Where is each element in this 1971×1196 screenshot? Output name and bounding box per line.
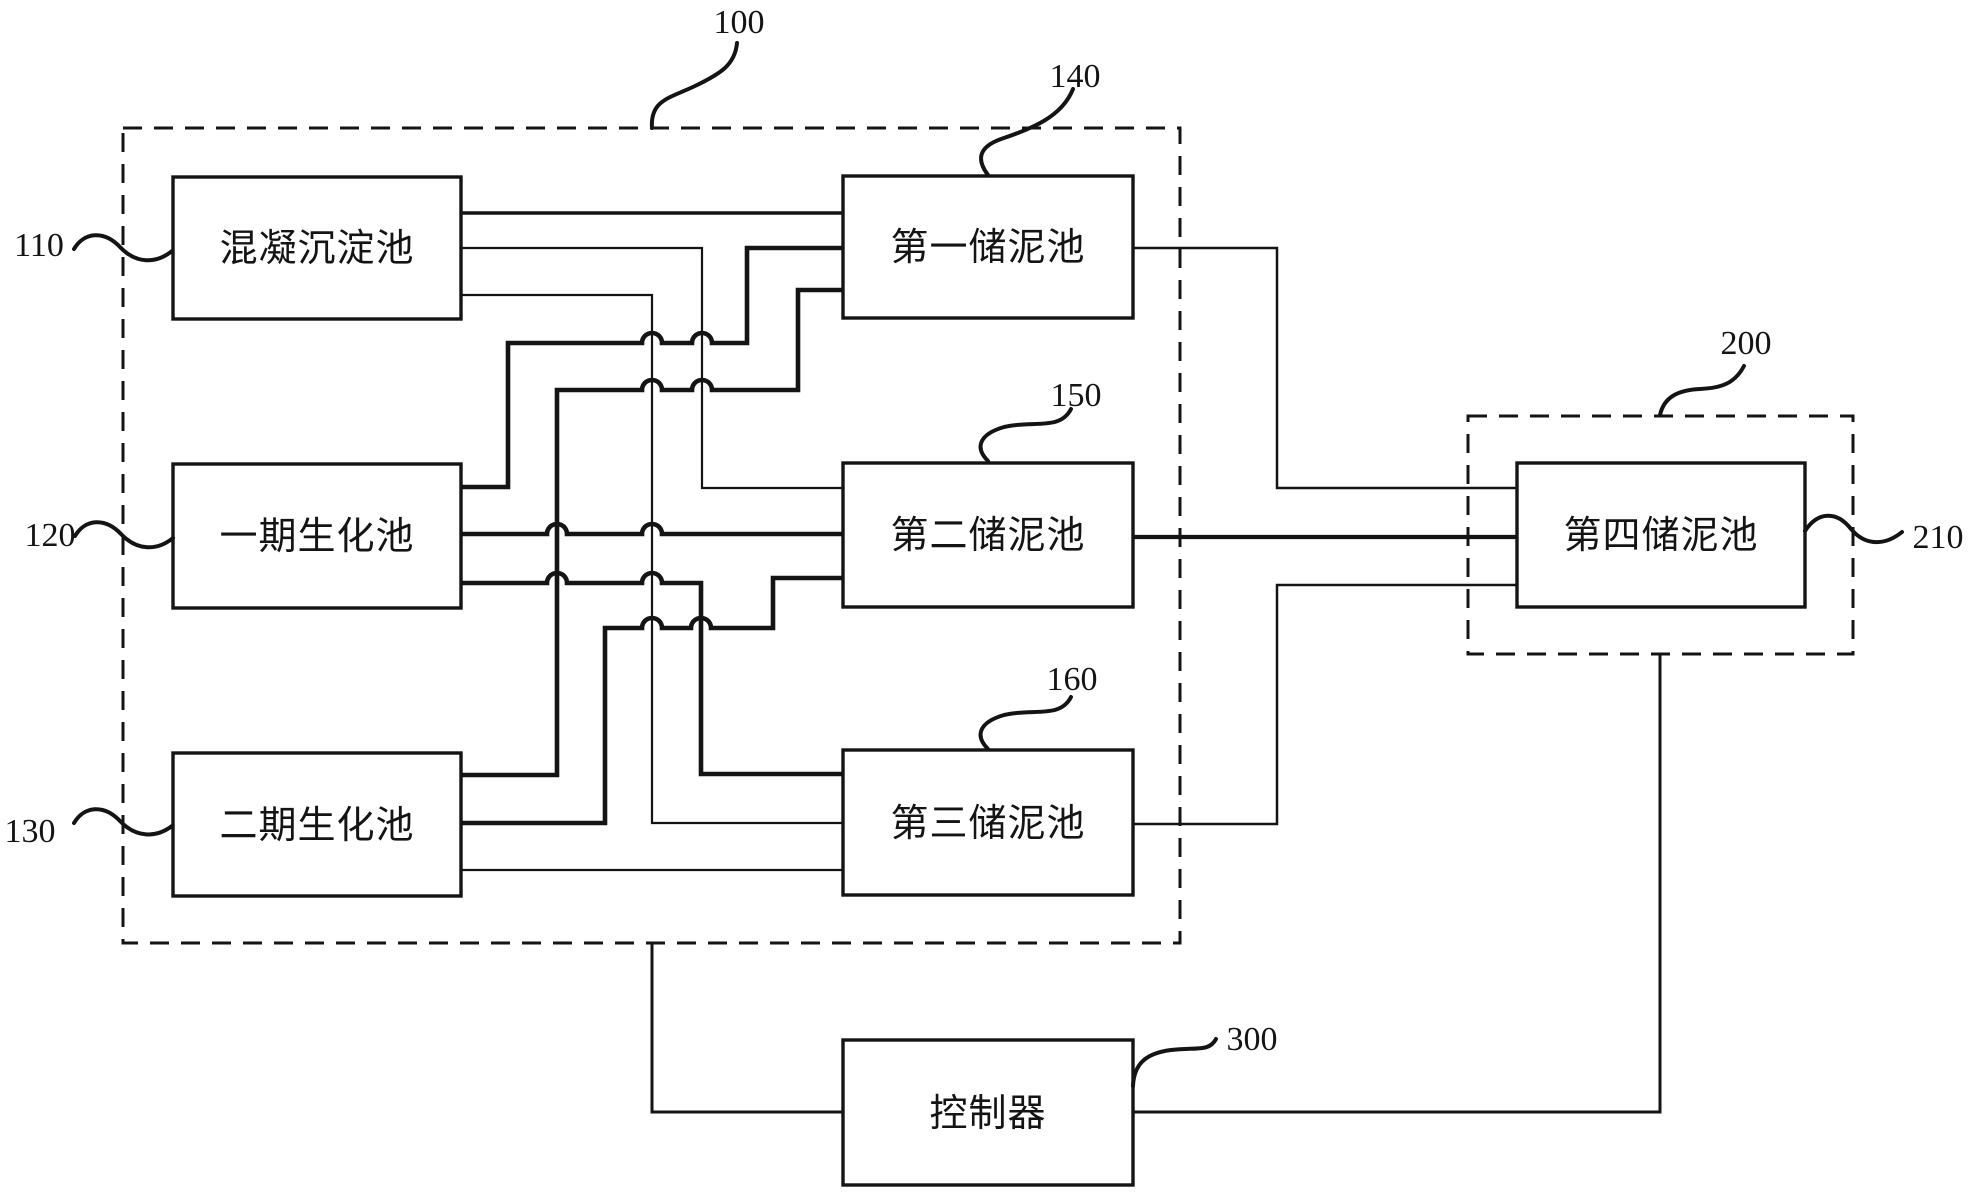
ref-label-160: 160 [1047,661,1098,698]
box-fourth-sludge-tank [1515,461,1807,609]
label-third-sludge-tank: 第三储泥池 [890,803,1085,845]
ref-label-300: 300 [1227,1021,1278,1058]
wire-130-140 [461,287,843,778]
box-controller [841,1038,1135,1187]
leader-ref-200 [1658,364,1746,417]
wire-140-210 [1133,246,1517,490]
leader-ref-300 [1131,1037,1218,1088]
ref-label-120: 120 [25,517,76,554]
label-coagulation-tank: 混凝沉淀池 [219,228,414,270]
leader-ref-120 [73,520,175,550]
box-second-sludge-tank [841,461,1135,609]
ref-label-140: 140 [1050,58,1101,95]
wire-110-160 [461,293,843,825]
label-fourth-sludge-tank: 第四储泥池 [1563,515,1758,557]
box-phase1-biochemical-tank [171,462,463,610]
ref-label-130: 130 [5,813,56,850]
label-phase2-biochemical-tank: 二期生化池 [219,805,414,847]
ref-label-110: 110 [14,227,64,264]
leader-ref-140 [979,87,1075,177]
wire-110-150 [461,246,843,490]
wire-120-160 [461,570,843,777]
ref-label-150: 150 [1051,377,1102,414]
leader-ref-100 [649,41,739,130]
wire-120-150 [461,521,843,537]
wire-120-140 [461,245,843,490]
leader-ref-150 [978,407,1073,463]
leader-ref-210 [1803,513,1904,545]
leader-ref-130 [72,807,174,837]
leader-ref-160 [978,695,1073,751]
leader-ref-110 [72,233,174,263]
label-second-sludge-tank: 第二储泥池 [890,515,1085,557]
label-phase1-biochemical-tank: 一期生化池 [219,516,414,558]
wire-130-150 [461,575,843,826]
box-phase2-biochemical-tank [171,751,463,898]
ref-label-200: 200 [1721,325,1772,362]
ref-label-210: 210 [1913,519,1964,556]
label-first-sludge-tank: 第一储泥池 [890,227,1085,269]
wire-100-300 [650,943,843,1114]
wire-300-200 [1133,654,1662,1114]
wire-160-210 [1133,583,1517,826]
box-coagulation-tank [171,175,463,321]
box-first-sludge-tank [841,174,1135,320]
ref-label-100: 100 [714,4,765,41]
label-controller: 控制器 [929,1093,1046,1135]
